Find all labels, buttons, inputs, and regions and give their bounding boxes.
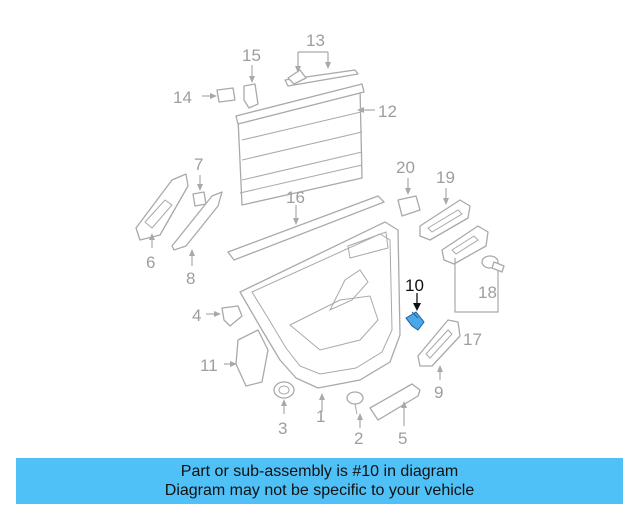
callout-4[interactable]: 4	[192, 306, 201, 325]
callout-7[interactable]: 7	[194, 155, 203, 174]
banner-line-2: Diagram may not be specific to your vehi…	[164, 482, 475, 499]
part-5-lower-trim[interactable]	[369, 383, 421, 421]
callout-17[interactable]: 17	[463, 330, 482, 349]
callout-8[interactable]: 8	[186, 269, 195, 288]
part-10-highlighted[interactable]	[405, 311, 425, 331]
callout-6[interactable]: 6	[146, 253, 155, 272]
part-6-bezel[interactable]	[135, 173, 189, 241]
part-20-switch[interactable]	[397, 195, 421, 217]
part-12-sunshade[interactable]	[235, 83, 365, 206]
callout-15[interactable]: 15	[242, 46, 261, 65]
callout-5[interactable]: 5	[398, 429, 407, 448]
part-19-handle-housing[interactable]	[419, 199, 471, 241]
callout-20[interactable]: 20	[396, 158, 415, 177]
part-4-fastener[interactable]	[221, 305, 243, 327]
part-8-trim[interactable]	[171, 191, 223, 251]
part-15-hook[interactable]	[243, 83, 259, 109]
callout-14[interactable]: 14	[173, 88, 192, 107]
callout-3[interactable]: 3	[278, 419, 287, 438]
callout-10[interactable]: 10	[405, 276, 424, 295]
callout-11[interactable]: 11	[200, 356, 218, 375]
part-2-screw[interactable]	[346, 391, 364, 415]
callout-13[interactable]: 13	[306, 31, 325, 50]
callout-12[interactable]: 12	[378, 102, 397, 121]
info-banner: Part or sub-assembly is #10 in diagram D…	[16, 458, 623, 504]
callout-18[interactable]: 18	[478, 283, 497, 302]
callout-2[interactable]: 2	[354, 429, 363, 448]
part-18-plug[interactable]	[481, 255, 505, 273]
banner-line-1: Part or sub-assembly is #10 in diagram	[180, 463, 459, 480]
callout-9[interactable]: 9	[434, 383, 443, 402]
part-1-door-panel[interactable]	[239, 221, 401, 389]
part-3-grommet[interactable]	[273, 381, 295, 399]
callout-19[interactable]: 19	[436, 168, 455, 187]
leader-13	[297, 51, 329, 70]
part-13-rail[interactable]	[284, 69, 359, 87]
part-14-clip[interactable]	[216, 87, 236, 103]
part-17-handle[interactable]	[441, 225, 489, 265]
callout-16[interactable]: 16	[286, 188, 305, 207]
parts-diagram: 1 2 3 4 5 6 7 8 9 10 11 12 13 14 15 16 1…	[135, 31, 505, 448]
callout-1[interactable]: 1	[316, 407, 325, 426]
part-7-clip[interactable]	[192, 191, 207, 207]
part-16-strip[interactable]	[227, 195, 385, 261]
leader-17	[454, 258, 499, 313]
part-11-bracket[interactable]	[235, 329, 269, 387]
part-9-bezel[interactable]	[417, 319, 461, 367]
